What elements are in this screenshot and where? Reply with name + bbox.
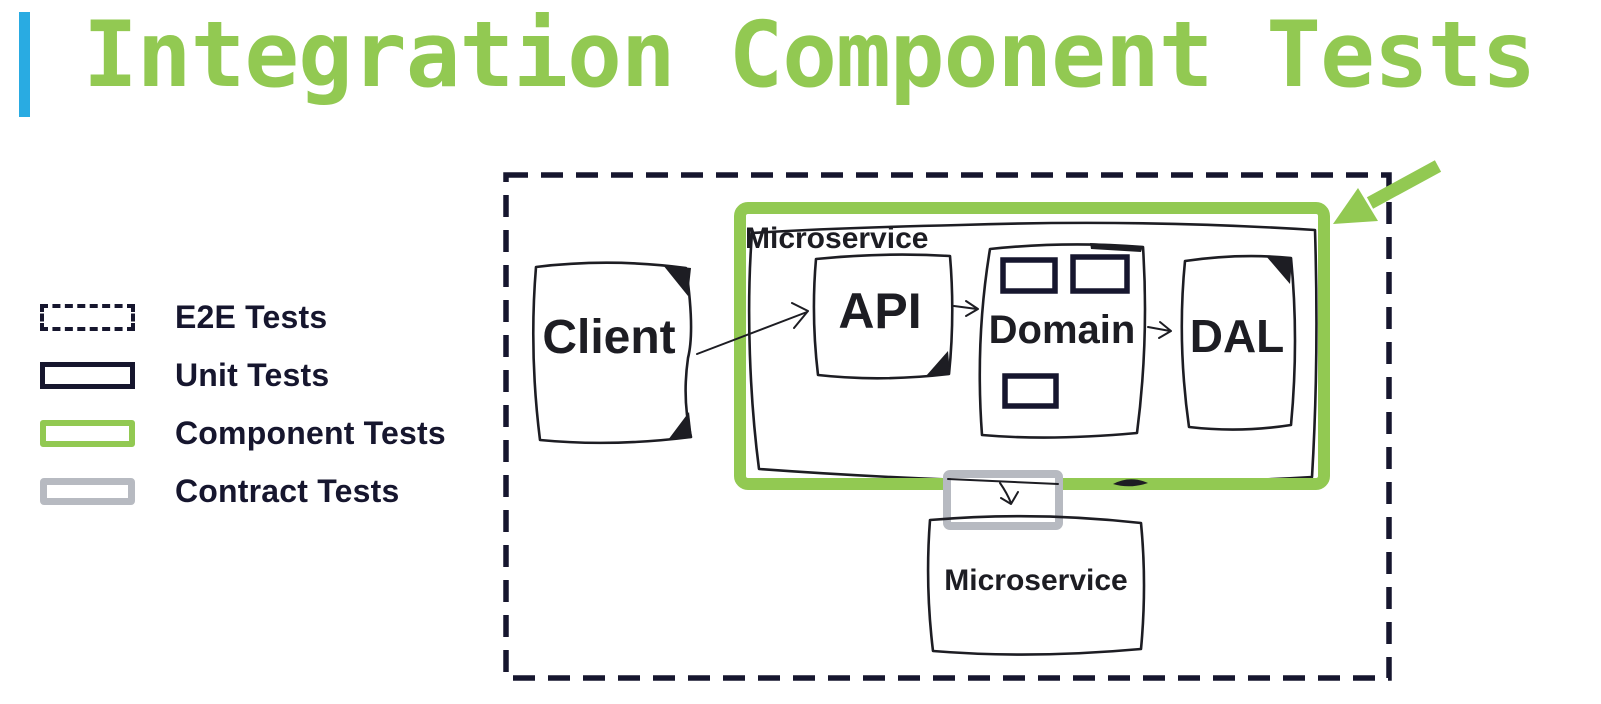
client-to-api-arrow [696,302,809,355]
legend-item-e2e-tests: E2E Tests [40,299,446,335]
unit-test-rect [1002,373,1059,409]
sketch-bottom-smudge [1113,479,1148,487]
client-label: Client [542,311,675,364]
component-callout-arrow-head [1333,188,1378,224]
legend-label: E2E Tests [175,299,328,335]
legend: E2E Tests Unit Tests Component Tests Con… [40,299,446,536]
e2e-boundary [503,172,1392,681]
api-corner-fold [926,351,950,376]
domain-to-dal-arrow [1147,321,1172,339]
unit-test-rect [1070,254,1130,294]
api-box [812,253,954,380]
dal-corner-fold [1266,256,1292,284]
down-arrow [999,482,1019,505]
api-to-domain-arrow [953,300,979,317]
bottom-microservice-box [926,514,1146,656]
legend-label: Unit Tests [175,357,330,393]
contract-tests-swatch [40,478,135,505]
legend-label: Component Tests [175,415,446,451]
page-title: Integration Component Tests [83,3,1536,108]
client-corner-fold-bottom [668,412,692,440]
sketch-line-through-contract-rect [947,478,1059,485]
legend-item-contract-tests: Contract Tests [40,473,446,509]
domain-top-edge-smudge [1090,243,1143,252]
bottom-microservice-label: Microservice [944,564,1127,597]
legend-label: Contract Tests [175,473,400,509]
component-callout-arrow-shaft [1366,160,1442,209]
legend-item-component-tests: Component Tests [40,415,446,451]
legend-item-unit-tests: Unit Tests [40,357,446,393]
microservice-sketch-outline [747,221,1318,485]
dal-label: DAL [1190,310,1285,362]
domain-label: Domain [989,308,1136,352]
title-accent-bar [19,12,30,117]
microservice-label: Microservice [745,222,928,255]
unit-tests-swatch [40,362,135,389]
unit-test-rect [1000,257,1058,294]
dal-box [1180,254,1297,431]
component-tests-swatch [40,420,135,447]
client-corner-fold-top [663,265,691,296]
e2e-tests-swatch [40,304,135,331]
api-label: API [838,283,921,339]
